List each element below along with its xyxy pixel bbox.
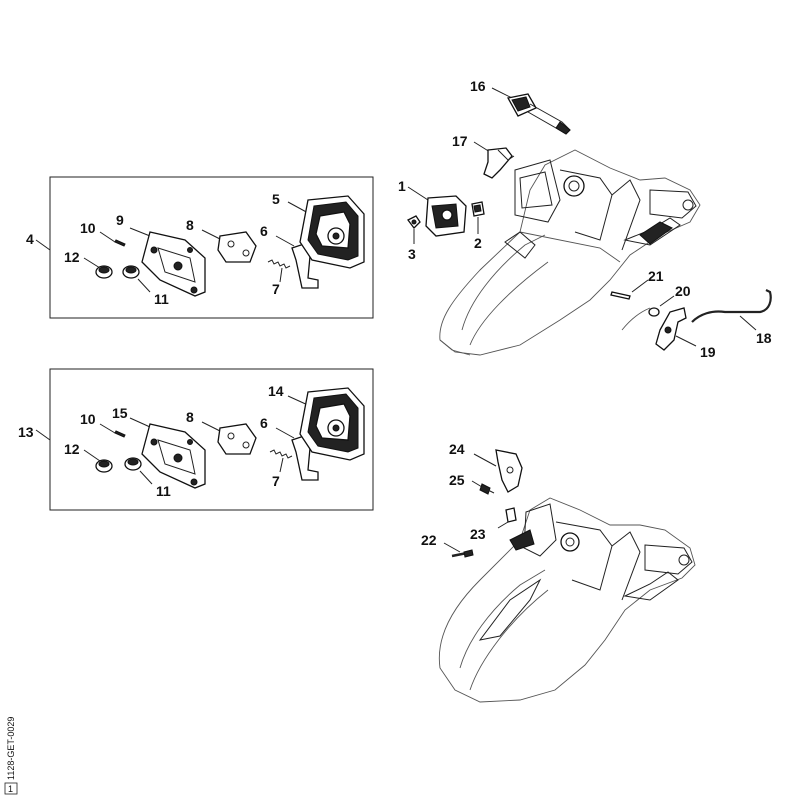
part-3-nut — [407, 215, 421, 244]
callout-16: 16 — [470, 78, 486, 94]
callout-19: 19 — [700, 344, 716, 360]
callout-2: 2 — [474, 235, 482, 251]
callout-12-b: 12 — [64, 441, 80, 457]
callout-7: 7 — [272, 281, 280, 297]
flange-part-9 — [129, 227, 206, 297]
handle-housing-upper — [439, 149, 701, 356]
spring-part-7 — [267, 259, 291, 283]
callout-3: 3 — [408, 246, 416, 262]
callout-24: 24 — [449, 441, 465, 457]
spring-part-7-b — [269, 449, 293, 473]
callout-21: 21 — [648, 268, 664, 284]
reference-mark: 1 — [8, 784, 13, 794]
callout-10-b: 10 — [80, 411, 96, 427]
callout-12: 12 — [64, 249, 80, 265]
part-19-lever — [621, 307, 697, 351]
part-2-clip — [471, 201, 485, 234]
callout-22: 22 — [421, 532, 437, 548]
reference-mark-box — [4, 782, 18, 795]
plug-part-11 — [122, 265, 151, 293]
part-20-washer — [648, 295, 675, 317]
pin-part-10 — [99, 231, 126, 247]
part-1-carburetor — [407, 186, 467, 237]
part-18-rod — [691, 289, 772, 331]
callout-8: 8 — [186, 217, 194, 233]
callout-13: 13 — [18, 424, 34, 440]
handle-housing-lower — [438, 497, 696, 703]
flange-part-15 — [129, 417, 206, 489]
callout-25: 25 — [449, 472, 465, 488]
pin-part-10-b — [99, 423, 126, 438]
callout-6-b: 6 — [260, 415, 268, 431]
callout-14: 14 — [268, 383, 284, 399]
reference-code: 1128-GET-0029 — [6, 717, 16, 780]
plug-part-12-b — [83, 449, 113, 473]
plug-part-12 — [83, 257, 113, 279]
part-24-plate — [473, 449, 523, 493]
part-21-pin — [610, 279, 649, 300]
callout-20: 20 — [675, 283, 691, 299]
callout-23: 23 — [470, 526, 486, 542]
callout-1: 1 — [398, 178, 406, 194]
callout-7-b: 7 — [272, 473, 280, 489]
callout-5: 5 — [272, 191, 280, 207]
gasket-part-8 — [201, 229, 257, 263]
callout-15: 15 — [112, 405, 128, 421]
callout-9: 9 — [116, 212, 124, 228]
part-16-throttle-rod — [491, 87, 571, 135]
callout-6: 6 — [260, 223, 268, 239]
callout-8-b: 8 — [186, 409, 194, 425]
kit-box-4 — [49, 176, 374, 319]
part-17-bracket — [473, 141, 515, 179]
callout-4: 4 — [26, 231, 34, 247]
part-23-bolt — [497, 507, 517, 529]
part-25-screw — [471, 480, 495, 495]
housing-part-14 — [287, 387, 365, 461]
part-22-stud — [443, 542, 474, 558]
callout-11-b: 11 — [156, 483, 171, 499]
callout-10: 10 — [80, 220, 96, 236]
callout-11: 11 — [154, 291, 169, 307]
plug-part-11-b — [124, 457, 153, 485]
housing-part-5 — [287, 195, 365, 269]
callout-17: 17 — [452, 133, 468, 149]
callout-18: 18 — [756, 330, 772, 346]
gasket-part-8-b — [201, 421, 257, 455]
